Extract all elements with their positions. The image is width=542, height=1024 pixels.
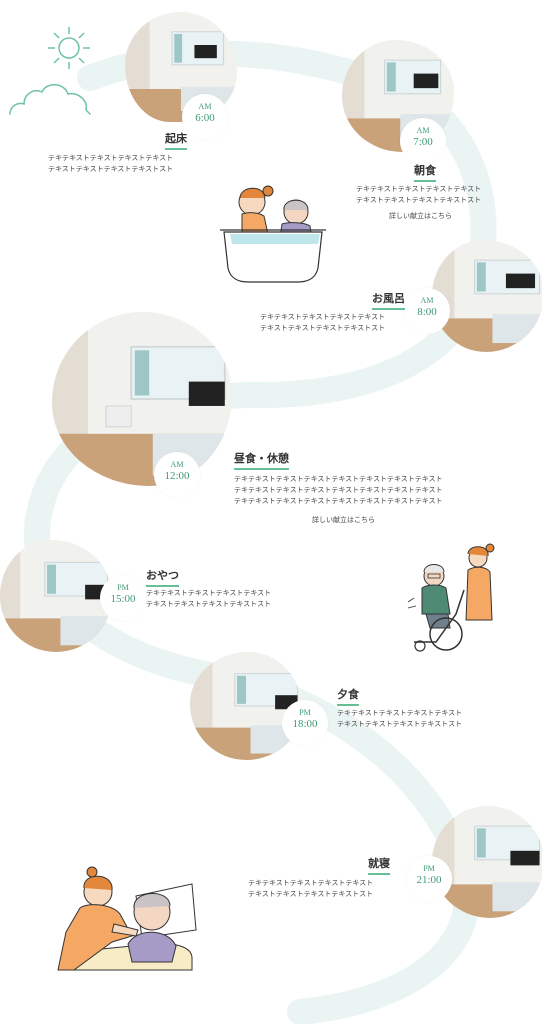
time-label: 18:00	[292, 718, 318, 730]
time-badge-bath: AM 8:00	[404, 288, 450, 334]
room-photo-bedtime	[432, 806, 542, 918]
time-label: 15:00	[110, 593, 136, 605]
room-photo-snack	[0, 540, 112, 652]
item-title-bedtime: 就寝	[368, 855, 390, 875]
time-badge-bedtime: PM 21:00	[406, 856, 452, 902]
ampm-label: PM	[423, 864, 435, 873]
menu-detail-link-lunch[interactable]: 詳しい献立はこちら	[312, 517, 375, 524]
item-title-wakeup: 起床	[165, 130, 187, 150]
time-label: 12:00	[164, 470, 190, 482]
item-title-dinner: 夕食	[337, 686, 359, 706]
time-badge-breakfast: AM 7:00	[400, 118, 446, 164]
time-label: 21:00	[416, 874, 442, 886]
item-text-lunch: テキテキストテキストテキストテキストテキストテキストテキスト テキテキストテキス…	[234, 476, 443, 505]
ampm-label: PM	[117, 583, 129, 592]
item-title-snack: おやつ	[146, 567, 179, 587]
time-badge-snack: PM 15:00	[100, 575, 146, 621]
time-badge-dinner: PM 18:00	[282, 700, 328, 746]
time-badge-lunch: AM 12:00	[154, 452, 200, 498]
menu-detail-link-breakfast[interactable]: 詳しい献立はこちら	[389, 213, 452, 220]
bath-illustration	[218, 182, 328, 290]
item-text-breakfast: テキテキストテキストテキストテキスト テキストテキストテキストテキストスト	[356, 186, 482, 204]
item-text-wakeup: テキテキストテキストテキストテキスト テキストテキストテキストテキストスト	[48, 155, 174, 173]
item-title-bath: お風呂	[372, 290, 405, 310]
room-photo-lunch	[52, 312, 232, 486]
item-text-bedtime: テキテキストテキストテキストテキスト テキストテキストテキストテキストスト	[248, 880, 374, 898]
ampm-label: AM	[420, 296, 434, 305]
time-label: 8:00	[417, 306, 437, 318]
ampm-label: AM	[198, 102, 212, 111]
sleep-care-illustration	[52, 866, 198, 976]
time-label: 7:00	[413, 136, 433, 148]
time-badge-wakeup: AM 6:00	[182, 94, 228, 140]
item-title-lunch: 昼食・休憩	[234, 450, 289, 470]
sun-icon	[45, 24, 93, 72]
item-text-snack: テキテキストテキストテキストテキスト テキストテキストテキストテキストスト	[146, 590, 272, 608]
ampm-label: PM	[299, 708, 311, 717]
item-text-bath: テキテキストテキストテキストテキスト テキストテキストテキストテキストスト	[260, 314, 386, 332]
item-title-breakfast: 朝食	[414, 162, 436, 182]
room-photo-bath	[432, 240, 542, 352]
time-label: 6:00	[195, 112, 215, 124]
wheelchair-illustration	[406, 542, 498, 654]
ampm-label: AM	[416, 126, 430, 135]
room-photo-dinner	[190, 652, 302, 760]
cloud-icon	[6, 80, 92, 120]
ampm-label: AM	[170, 460, 184, 469]
item-text-dinner: テキテキストテキストテキストテキスト テキストテキストテキストテキストスト	[337, 710, 463, 728]
